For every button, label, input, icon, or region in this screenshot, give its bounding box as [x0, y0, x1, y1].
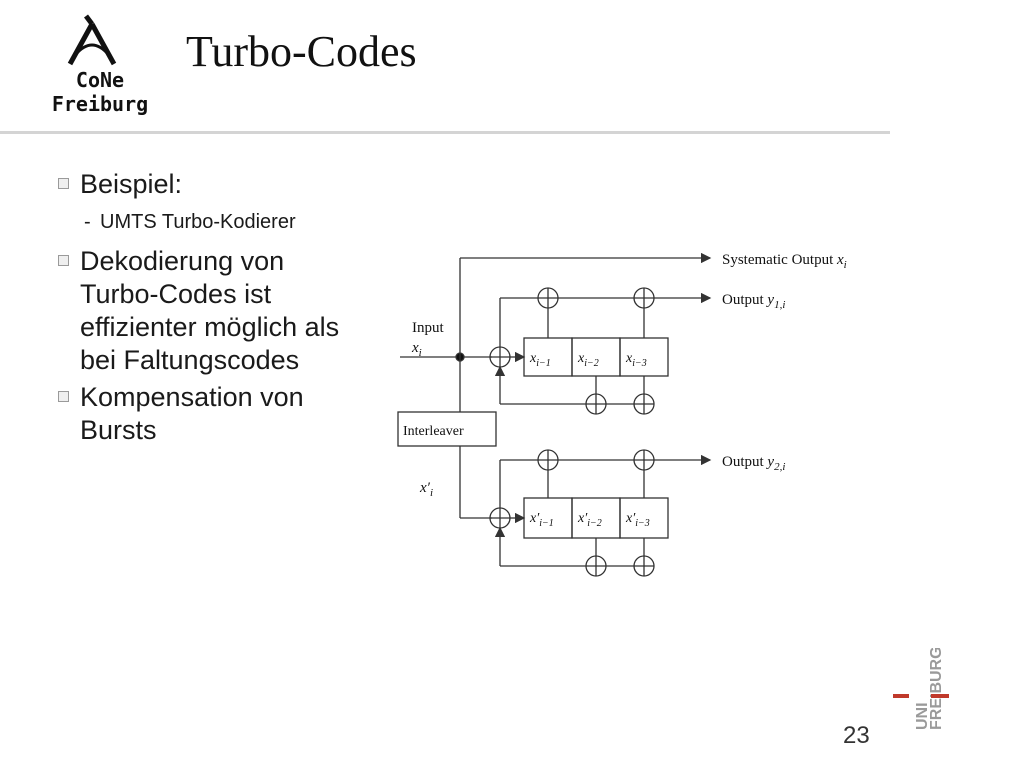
register-label-upper-1: xi−1	[529, 351, 551, 369]
logo-text-cone: CoNe	[75, 68, 125, 92]
sub-bullet-text: UMTS Turbo-Kodierer	[100, 211, 296, 233]
register-label-lower-3: x′i−3	[625, 511, 650, 529]
interleaver-label: Interleaver	[403, 424, 464, 439]
logo-red-bar-right	[931, 694, 949, 698]
logo-red-bar-left	[893, 694, 909, 698]
bullet-item: Kompensation von Bursts	[58, 381, 358, 447]
bullet-square-icon	[58, 178, 69, 189]
register-label-upper-3: xi−3	[625, 351, 647, 369]
antenna-logo-icon	[67, 14, 117, 66]
uni-freiburg-logo: UNI FREIBURG	[893, 648, 949, 730]
bullet-square-icon	[58, 391, 69, 402]
register-label-lower-1: x′i−1	[529, 511, 554, 529]
bullet-item: Dekodierung von Turbo-Codes ist effizien…	[58, 245, 358, 377]
bullet-text: Kompensation von Bursts	[80, 382, 304, 445]
bullet-item: Beispiel:	[58, 168, 358, 201]
bullet-square-icon	[58, 255, 69, 266]
output-1-label: Output y1,i	[722, 292, 785, 311]
output-2-label: Output y2,i	[722, 454, 785, 473]
title-divider	[0, 131, 890, 134]
dash-icon: -	[84, 211, 91, 233]
slide-title: Turbo-Codes	[186, 27, 417, 76]
page-number: 23	[843, 722, 870, 749]
interleaved-symbol: x′i	[419, 480, 433, 499]
input-symbol: xi	[411, 340, 422, 359]
bullet-list: Beispiel: - UMTS Turbo-Kodierer Dekodier…	[58, 168, 358, 451]
register-label-lower-2: x′i−2	[577, 511, 602, 529]
register-label-upper-2: xi−2	[577, 351, 599, 369]
cone-freiburg-logo: CoNe Freiburg	[48, 14, 152, 118]
systematic-output-label: Systematic Output xi	[722, 252, 847, 271]
sub-bullet-item: - UMTS Turbo-Kodierer	[58, 209, 300, 235]
logo-uni-text: UNI	[914, 702, 931, 730]
interleaver-box	[397, 411, 497, 447]
bullet-text: Beispiel:	[80, 169, 183, 199]
logo-text-freiburg: Freiburg	[51, 92, 149, 116]
turbo-encoder-diagram: Input xi Interleaver x′i xi−1 xi−2 xi−3 …	[397, 252, 847, 577]
input-label: Input	[412, 320, 444, 336]
bullet-text: Dekodierung von Turbo-Codes ist effizien…	[80, 246, 340, 375]
logo-freiburg-text: FREIBURG	[928, 648, 945, 730]
